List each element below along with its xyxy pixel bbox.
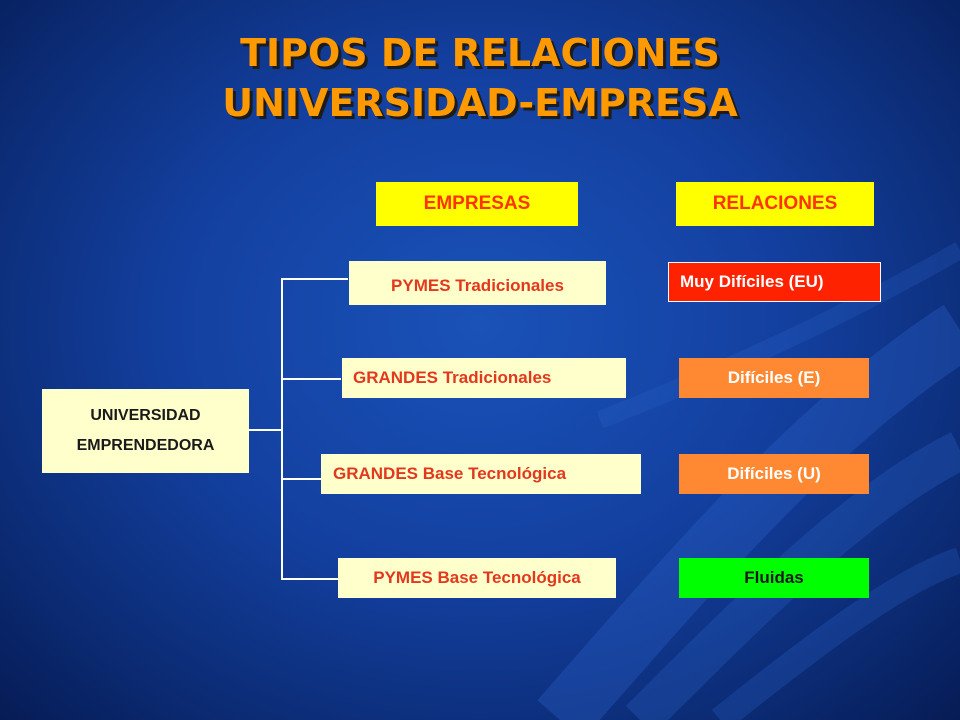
relation-fluidas: Fluidas bbox=[679, 558, 869, 598]
root-line-2: EMPRENDEDORA bbox=[76, 437, 215, 454]
root-universidad-emprendedora: UNIVERSIDAD EMPRENDEDORA bbox=[42, 389, 249, 473]
connector-vertical bbox=[281, 278, 283, 580]
connector-branch-2 bbox=[281, 378, 341, 380]
relation-dificiles-e: Difíciles (E) bbox=[679, 358, 869, 398]
title-line-1: TIPOS DE RELACIONES bbox=[240, 31, 720, 75]
company-pymes-base-tecnologica: PYMES Base Tecnológica bbox=[338, 558, 616, 598]
header-empresas: EMPRESAS bbox=[376, 182, 578, 226]
root-line-1: UNIVERSIDAD bbox=[90, 407, 201, 424]
relation-muy-dificiles-eu: Muy Difíciles (EU) bbox=[668, 262, 881, 302]
title-line-2: UNIVERSIDAD-EMPRESA bbox=[222, 81, 738, 125]
connector-branch-3 bbox=[281, 478, 321, 480]
company-grandes-tradicionales: GRANDES Tradicionales bbox=[342, 358, 626, 398]
connector-branch-4 bbox=[281, 578, 338, 580]
connector-branch-1 bbox=[281, 278, 348, 280]
slide-title: TIPOS DE RELACIONES UNIVERSIDAD-EMPRESA bbox=[0, 28, 960, 128]
connector-root bbox=[249, 429, 282, 431]
company-grandes-base-tecnologica: GRANDES Base Tecnológica bbox=[321, 454, 641, 494]
header-relaciones: RELACIONES bbox=[676, 182, 874, 226]
company-pymes-tradicionales: PYMES Tradicionales bbox=[349, 261, 606, 305]
relation-dificiles-u: Difíciles (U) bbox=[679, 454, 869, 494]
